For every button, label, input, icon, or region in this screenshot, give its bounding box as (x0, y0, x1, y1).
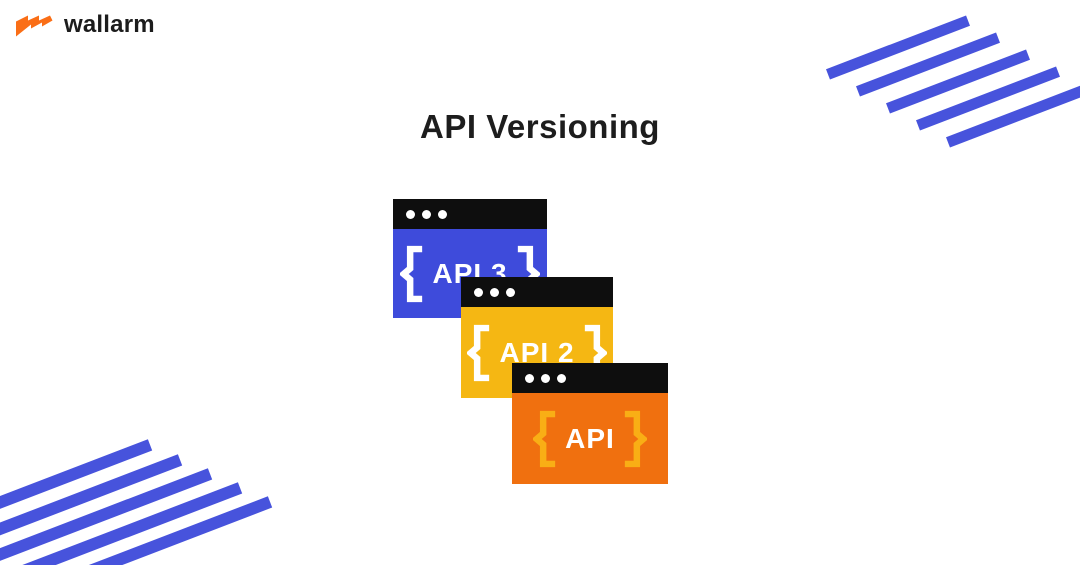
window-dot-icon (422, 209, 431, 219)
left-brace-icon (533, 410, 556, 467)
api-version-label: API 2 (499, 336, 575, 368)
window-dot-icon (557, 373, 566, 383)
window-titlebar (512, 363, 668, 393)
wallarm-logo-icon (16, 15, 53, 37)
left-brace-icon (400, 245, 423, 302)
window-dot-icon (490, 287, 499, 297)
api-version-label: API (565, 422, 615, 454)
window-body: API (512, 393, 668, 484)
page-title: API Versioning (420, 108, 660, 145)
window-dot-icon (506, 287, 515, 297)
right-brace-icon (624, 410, 647, 467)
window-dot-icon (474, 287, 483, 297)
window-titlebar (461, 277, 613, 307)
window-dot-icon (525, 373, 534, 383)
window-dot-icon (438, 209, 447, 219)
browser-window-api1: API (512, 363, 668, 484)
wallarm-logo: wallarm (14, 11, 155, 38)
window-dot-icon (541, 373, 550, 383)
window-dot-icon (406, 209, 415, 219)
left-brace-icon (467, 324, 490, 381)
wallarm-logo-text: wallarm (64, 11, 155, 38)
window-titlebar (393, 199, 547, 229)
